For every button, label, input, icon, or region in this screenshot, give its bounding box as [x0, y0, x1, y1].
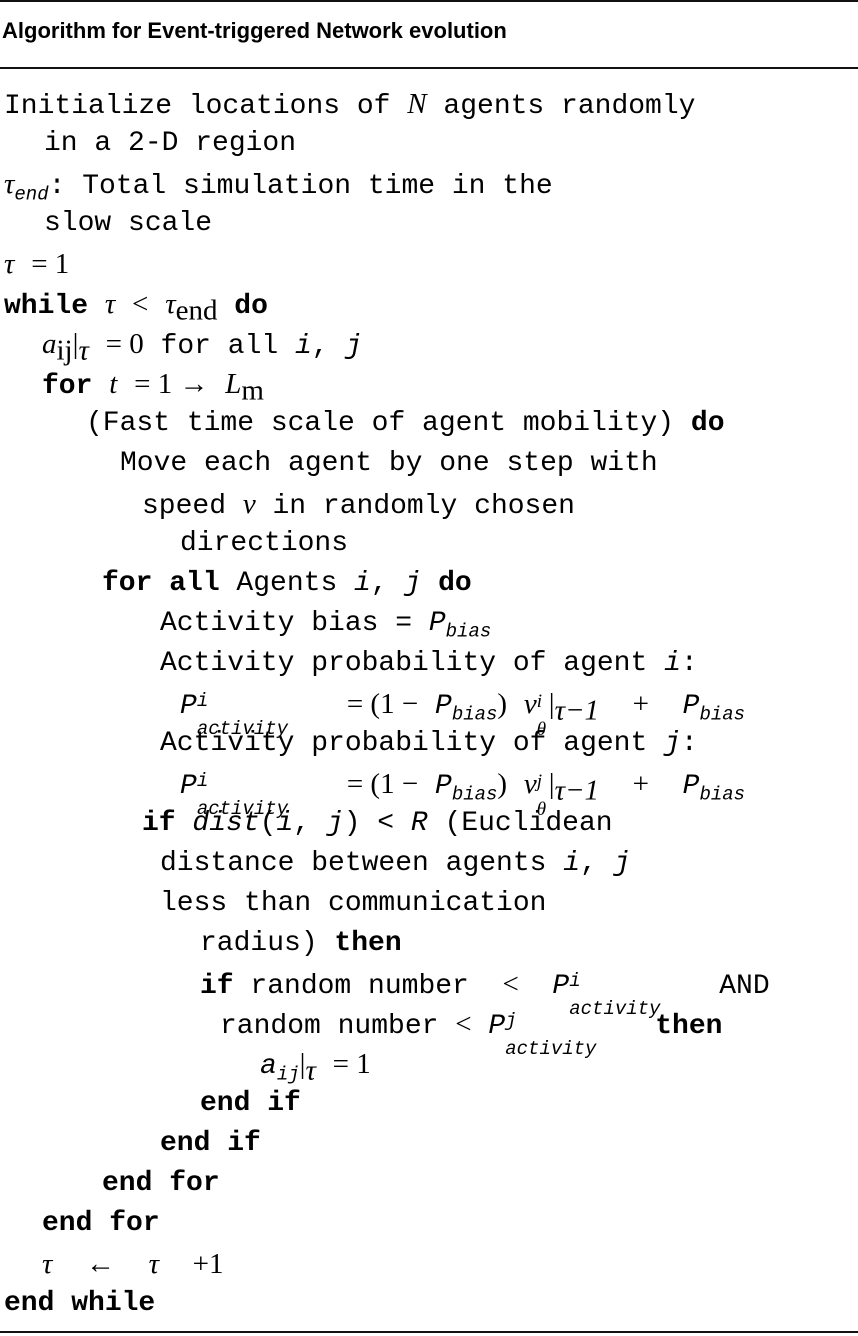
algo-line-21: less than communication — [160, 888, 547, 919]
algo-line-9: (Fast time scale of agent mobility) do — [86, 408, 725, 439]
algo-line-1: Initialize locations of N agents randoml… — [4, 88, 696, 122]
algo-line-19: if dist(i, j) < R (Euclidean — [142, 808, 613, 839]
algo-line-29: end for — [42, 1208, 160, 1239]
algo-line-10: Move each agent by one step with — [120, 448, 658, 479]
algo-line-15: Activity probability of agent i: — [160, 648, 698, 679]
algo-line-8: for t = 1 → Lm — [42, 368, 264, 407]
bottom-rule — [0, 1331, 858, 1333]
algo-line-31: end while — [4, 1288, 156, 1319]
algo-line-13: for all Agents i, j do — [102, 568, 472, 599]
algo-line-25: aij|τ = 1 — [260, 1048, 371, 1087]
algo-line-7: aij|τ = 0 for all i, j — [42, 328, 363, 367]
algo-line-22: radius) then — [200, 928, 402, 959]
algo-line-12: directions — [180, 528, 349, 559]
algo-line-30: τ ← τ +1 — [42, 1248, 224, 1280]
algo-line-17: Activity probability of agent j: — [160, 728, 698, 759]
title-rule — [0, 67, 858, 69]
algo-line-4: slow scale — [44, 208, 213, 239]
top-rule — [0, 0, 858, 2]
algo-line-2: in a 2-D region — [44, 128, 297, 159]
algo-line-28: end for — [102, 1168, 220, 1199]
algo-line-11: speed v in randomly chosen — [142, 488, 575, 522]
algo-line-20: distance between agents i, j — [160, 848, 631, 879]
algo-line-14: Activity bias = Pbias — [160, 608, 492, 643]
algo-line-27: end if — [160, 1128, 261, 1159]
algo-line-26: end if — [200, 1088, 301, 1119]
algo-line-3: τend: Total simulation time in the — [4, 168, 553, 206]
algorithm-title: Algorithm for Event-triggered Network ev… — [2, 18, 507, 43]
algo-line-5: τ = 1 — [4, 248, 70, 280]
algo-line-6: while τ < τend do — [4, 288, 268, 327]
